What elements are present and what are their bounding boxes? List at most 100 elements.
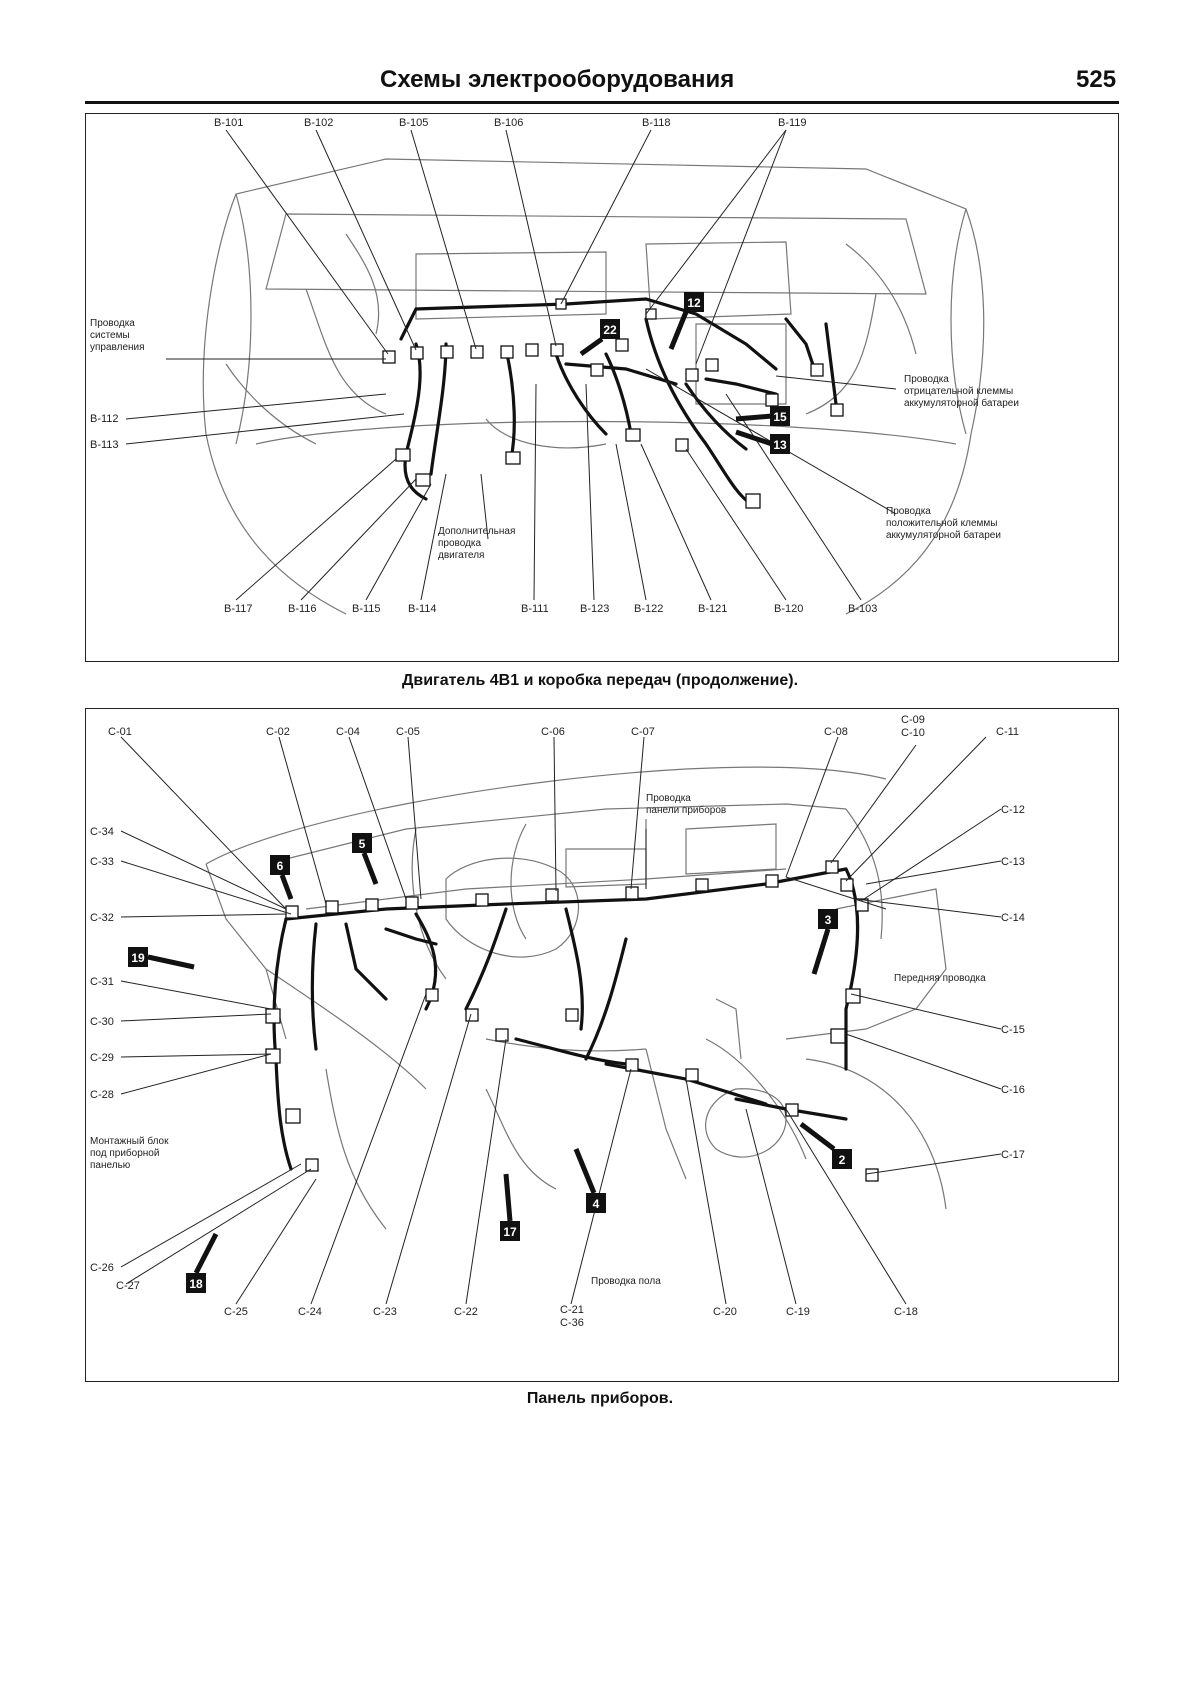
header-rule (85, 101, 1119, 104)
callout-b101: B-101 (214, 117, 243, 129)
engine-bay-outline (202, 158, 985, 615)
note-negative-2: отрицательной клеммы (904, 386, 1013, 397)
callout-c33: C-33 (90, 856, 114, 868)
callout-c32: C-32 (90, 912, 114, 924)
note-junction-3: панелью (90, 1160, 131, 1171)
callout-c22: C-22 (454, 1306, 478, 1318)
callout-b121: B-121 (698, 603, 727, 615)
engine-callouts: B-101 B-102 B-105 B-106 B-118 B-119 B-11… (90, 117, 877, 615)
note-positive-1: Проводка (886, 506, 931, 517)
callout-b116: B-116 (288, 603, 317, 615)
note-extra-engine-1: Дополнительная (438, 526, 515, 537)
callout-c13: C-13 (1001, 856, 1025, 868)
callout-c09: C-09 (901, 714, 925, 726)
dash-connectors (265, 860, 879, 1182)
callout-c04: C-04 (336, 726, 360, 738)
engine-badge-22: 22 (603, 323, 617, 337)
dash-badge-19: 19 (131, 951, 145, 965)
note-negative-3: аккумуляторной батареи (904, 397, 1019, 409)
engine-diagram-caption: Двигатель 4В1 и коробка передач (продолж… (401, 672, 799, 689)
note-junction-2: под приборной (90, 1147, 159, 1159)
callout-b106: B-106 (494, 117, 523, 129)
dash-badge-6: 6 (277, 859, 284, 873)
note-front-wiring: Передняя проводка (894, 973, 986, 984)
callout-b115: B-115 (352, 603, 381, 615)
dash-diagram-frame: 6 5 3 19 2 4 17 18 C-01 C-02 C-04 C-05 C… (85, 708, 1119, 1382)
callout-c36: C-36 (560, 1317, 584, 1329)
note-junction-1: Монтажный блок (90, 1135, 169, 1147)
callout-c08: C-08 (824, 726, 848, 738)
dash-badge-2: 2 (839, 1153, 846, 1167)
callout-b120: B-120 (774, 603, 803, 615)
callout-c27: C-27 (116, 1280, 140, 1292)
note-ip-wiring-1: Проводка (646, 793, 691, 804)
callout-c26: C-26 (90, 1262, 114, 1274)
callout-c11: C-11 (996, 726, 1019, 738)
callout-c06: C-06 (541, 726, 565, 738)
callout-c15: C-15 (1001, 1024, 1025, 1036)
callout-b123: B-123 (580, 603, 609, 615)
callout-b113: B-113 (90, 439, 119, 451)
callout-b119: B-119 (778, 117, 807, 129)
dash-badge-3: 3 (825, 913, 832, 927)
engine-diagram: 12 22 15 13 B-101 B-102 B-105 B-106 B-11… (90, 117, 1019, 615)
callout-b111: B-111 (521, 603, 549, 615)
callout-c20: C-20 (713, 1306, 737, 1318)
callout-c25: C-25 (224, 1306, 248, 1318)
engine-badge-12: 12 (687, 296, 701, 310)
note-control-wiring-3: управления (90, 342, 145, 353)
page-number: 525 (1076, 66, 1117, 93)
dash-callouts: C-01 C-02 C-04 C-05 C-06 C-07 C-08 C-09 … (90, 714, 1025, 1329)
callout-c14: C-14 (1001, 912, 1025, 924)
note-extra-engine-2: проводка (438, 538, 482, 549)
callout-b117: B-117 (224, 603, 253, 615)
callout-c28: C-28 (90, 1089, 114, 1101)
note-ip-wiring-2: панели приборов (646, 804, 726, 816)
note-extra-engine-3: двигателя (438, 550, 484, 561)
callout-b122: B-122 (634, 603, 663, 615)
dash-diagram-caption: Панель приборов. (526, 1390, 674, 1407)
callout-c10: C-10 (901, 727, 925, 739)
engine-badge-15: 15 (773, 410, 787, 424)
callout-c16: C-16 (1001, 1084, 1025, 1096)
engine-badge-13: 13 (773, 438, 787, 452)
engine-leaders (125, 129, 897, 601)
callout-c18: C-18 (894, 1306, 918, 1318)
note-positive-2: положительной клеммы (886, 518, 997, 529)
dash-outline (205, 766, 947, 1230)
engine-diagram-frame: 12 22 15 13 B-101 B-102 B-105 B-106 B-11… (85, 113, 1119, 662)
callout-b103: B-103 (848, 603, 877, 615)
callout-c30: C-30 (90, 1016, 114, 1028)
callout-b118: B-118 (642, 117, 671, 129)
dash-badge-5: 5 (359, 837, 366, 851)
callout-b105: B-105 (399, 117, 428, 129)
callout-c21: C-21 (560, 1304, 584, 1316)
callout-c12: C-12 (1001, 804, 1025, 816)
engine-notes: Проводка системы управления Дополнительн… (90, 318, 1019, 561)
callout-c05: C-05 (396, 726, 420, 738)
page-title: Схемы электрооборудования (380, 66, 735, 93)
callout-b112: B-112 (90, 413, 119, 425)
engine-badges: 12 22 15 13 (579, 292, 790, 454)
note-control-wiring-2: системы (90, 330, 130, 341)
callout-c17: C-17 (1001, 1149, 1025, 1161)
dash-leaders (120, 736, 1002, 1305)
dash-diagram: 6 5 3 19 2 4 17 18 C-01 C-02 C-04 C-05 C… (90, 714, 1025, 1329)
callout-c07: C-07 (631, 726, 655, 738)
note-negative-1: Проводка (904, 374, 949, 385)
engine-connectors (382, 298, 844, 509)
callout-c02: C-02 (266, 726, 290, 738)
callout-c23: C-23 (373, 1306, 397, 1318)
dash-badge-18: 18 (189, 1277, 203, 1291)
callout-c34: C-34 (90, 826, 114, 838)
callout-c01: C-01 (108, 726, 132, 738)
callout-b114: B-114 (408, 603, 437, 615)
note-control-wiring-1: Проводка (90, 318, 135, 329)
dash-badge-4: 4 (593, 1197, 600, 1211)
callout-c29: C-29 (90, 1052, 114, 1064)
note-positive-3: аккумуляторной батареи (886, 529, 1001, 541)
callout-c24: C-24 (298, 1306, 322, 1318)
callout-c19: C-19 (786, 1306, 810, 1318)
callout-b102: B-102 (304, 117, 333, 129)
callout-c31: C-31 (90, 976, 114, 988)
